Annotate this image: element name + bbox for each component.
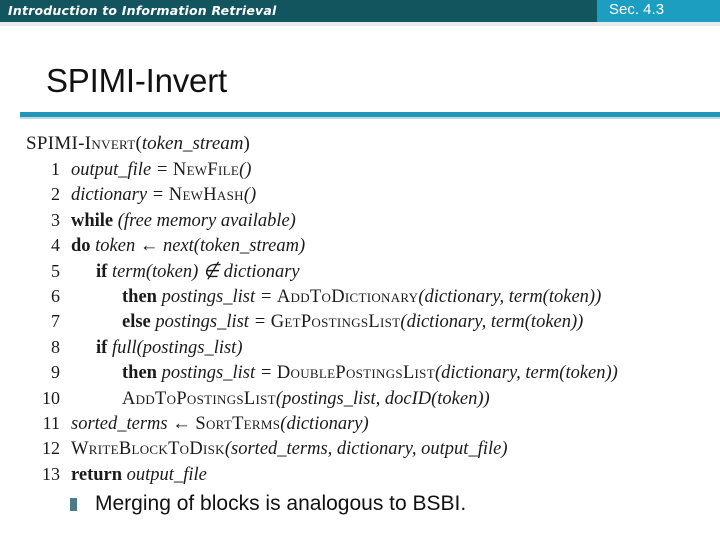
- procedure-name: GetPostingsList: [270, 312, 401, 333]
- line-content: sorted_terms ← SortTerms(dictionary): [60, 412, 369, 436]
- section-label: Sec. 4.3: [609, 1, 665, 18]
- line-content: else postings_list = GetPostingsList(dic…: [60, 310, 583, 334]
- procedure-name: NewHash: [168, 185, 244, 206]
- line-number: 8: [51, 336, 60, 357]
- line-number: 7: [51, 311, 60, 332]
- line-number: 3: [51, 209, 60, 230]
- procedure-name: WriteBlockToDisk: [71, 439, 225, 460]
- signature-argument: token_stream: [141, 133, 244, 154]
- line-content: then postings_list = DoublePostingsList(…: [60, 361, 618, 385]
- code-keyword: then: [122, 287, 157, 308]
- code-keyword: then: [122, 363, 157, 384]
- code-expression: output_file: [126, 464, 207, 485]
- line-number: 12: [42, 438, 60, 459]
- section-marker-icon: [70, 497, 77, 511]
- line-content: AddToPostingsList(postings_list, docID(t…: [60, 387, 490, 411]
- procedure-name: AddToPostingsList: [122, 388, 276, 409]
- code-keyword: if: [96, 337, 108, 358]
- line-number: 10: [42, 387, 60, 408]
- procedure-name: DoublePostingsList: [276, 363, 435, 384]
- bullet-list-item: Merging of blocks is analogous to BSBI.: [70, 492, 466, 516]
- line-number: 4: [51, 235, 60, 256]
- line-content: return output_file: [60, 463, 207, 487]
- code-expression: postings_list =: [155, 312, 271, 333]
- line-content: then postings_list = AddToDictionary(dic…: [60, 285, 601, 309]
- line-number: 1: [51, 159, 60, 179]
- line-number: 13: [42, 463, 60, 484]
- code-expression: (dictionary): [280, 414, 369, 435]
- code-expression: postings_list =: [161, 363, 277, 384]
- code-expression: (): [239, 160, 252, 180]
- page-title: SPIMI-Invert: [46, 62, 227, 99]
- code-expression: sorted_terms ←: [71, 414, 196, 435]
- procedure-name: SPIMI-Invert: [26, 133, 136, 154]
- pseudocode-signature: SPIMI-Invert(token_stream): [26, 131, 716, 156]
- procedure-name: NewFile: [172, 160, 240, 180]
- title-divider-shadow: [20, 117, 720, 119]
- line-content: while (free memory available): [60, 209, 296, 233]
- code-expression: (sorted_terms, dictionary, output_file): [224, 439, 508, 460]
- course-title: Introduction to Information Retrieval: [8, 3, 277, 18]
- code-expression: (postings_list, docID(token)): [275, 388, 490, 409]
- header-underline: [0, 22, 720, 26]
- line-number: 11: [42, 413, 60, 434]
- signature-open-paren: (: [135, 133, 142, 154]
- code-expression: term(token) ∉ dictionary: [111, 261, 300, 282]
- bullet-text: Merging of blocks is analogous to BSBI.: [95, 492, 467, 515]
- code-expression: (free memory available): [117, 210, 296, 231]
- line-content: dictionary = NewHash(): [60, 183, 256, 207]
- procedure-name: AddToDictionary: [276, 287, 419, 308]
- line-content: do token ← next(token_stream): [60, 234, 305, 258]
- code-expression: (dictionary, term(token)): [400, 312, 584, 333]
- signature-close-paren: ): [243, 133, 250, 154]
- line-number: 6: [51, 286, 60, 307]
- code-expression: postings_list =: [161, 287, 277, 308]
- code-expression: (): [243, 185, 257, 206]
- line-content: if full(postings_list): [60, 336, 242, 360]
- line-content: if term(token) ∉ dictionary: [60, 260, 300, 284]
- code-keyword: return: [71, 464, 123, 485]
- line-number: 2: [51, 184, 60, 205]
- code-keyword: else: [122, 312, 151, 333]
- slide-header-band: Introduction to Information Retrieval Se…: [0, 0, 720, 22]
- header-left-band: [0, 0, 597, 22]
- code-expression: dictionary =: [71, 185, 169, 206]
- code-expression: output_file =: [71, 160, 173, 180]
- line-number: 9: [51, 362, 60, 383]
- code-expression: (dictionary, term(token)): [434, 363, 618, 384]
- procedure-name: SortTerms: [195, 414, 281, 435]
- code-expression: full(postings_list): [111, 337, 243, 358]
- line-number: 5: [51, 260, 60, 281]
- header-right-band: [597, 0, 720, 22]
- line-content: output_file = NewFile(): [60, 158, 251, 182]
- code-expression: token ← next(token_stream): [95, 236, 306, 257]
- code-keyword: if: [96, 261, 108, 282]
- line-content: WriteBlockToDisk(sorted_terms, dictionar…: [60, 437, 508, 461]
- code-keyword: do: [71, 236, 91, 257]
- code-keyword: while: [71, 210, 114, 231]
- code-expression: (dictionary, term(token)): [418, 287, 602, 308]
- title-divider: [20, 112, 720, 117]
